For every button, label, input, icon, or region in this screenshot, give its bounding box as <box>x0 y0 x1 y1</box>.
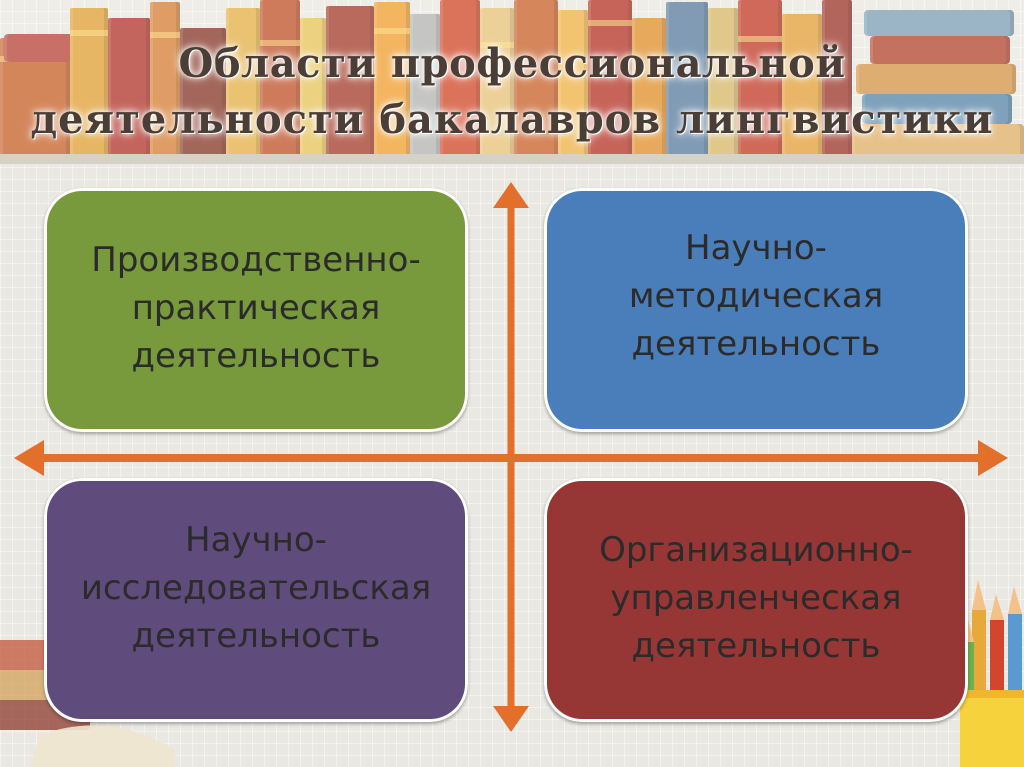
quadrant-1-line-2: практическая <box>131 288 381 328</box>
quadrant-4-line-3: деятельность <box>631 626 881 666</box>
quadrant-2-line-2: методическая <box>628 276 884 316</box>
quadrant-4-line-1: Организационно- <box>599 530 913 570</box>
quadrant-3-line-1: Научно- <box>185 520 327 560</box>
quadrant-production-practical: Производственно- практическая деятельнос… <box>44 188 468 432</box>
quadrant-2-line-3: деятельность <box>631 324 881 364</box>
quadrant-3-line-3: деятельность <box>131 616 381 656</box>
header-divider <box>0 154 1024 164</box>
quadrant-3-line-2: исследовательская <box>80 568 432 608</box>
title-line-2: деятельности бакалавров лингвистики <box>30 96 994 143</box>
quadrant-1-line-3: деятельность <box>131 336 381 376</box>
slide-title: Области профессиональной деятельности ба… <box>0 36 1024 148</box>
quadrant-scientific-research: Научно- исследовательская деятельность <box>44 478 468 722</box>
quadrant-scientific-methodical: Научно- методическая деятельность <box>544 188 968 432</box>
quadrant-2-line-1: Научно- <box>685 228 827 268</box>
quadrant-organizational-managerial: Организационно- управленческая деятельно… <box>544 478 968 722</box>
title-line-1: Области профессиональной <box>178 40 846 87</box>
quadrant-1-line-1: Производственно- <box>91 240 421 280</box>
bookshelf-illustration <box>0 0 1024 158</box>
quadrant-4-line-2: управленческая <box>610 578 902 618</box>
pencil-cup-illustration <box>960 580 1024 767</box>
